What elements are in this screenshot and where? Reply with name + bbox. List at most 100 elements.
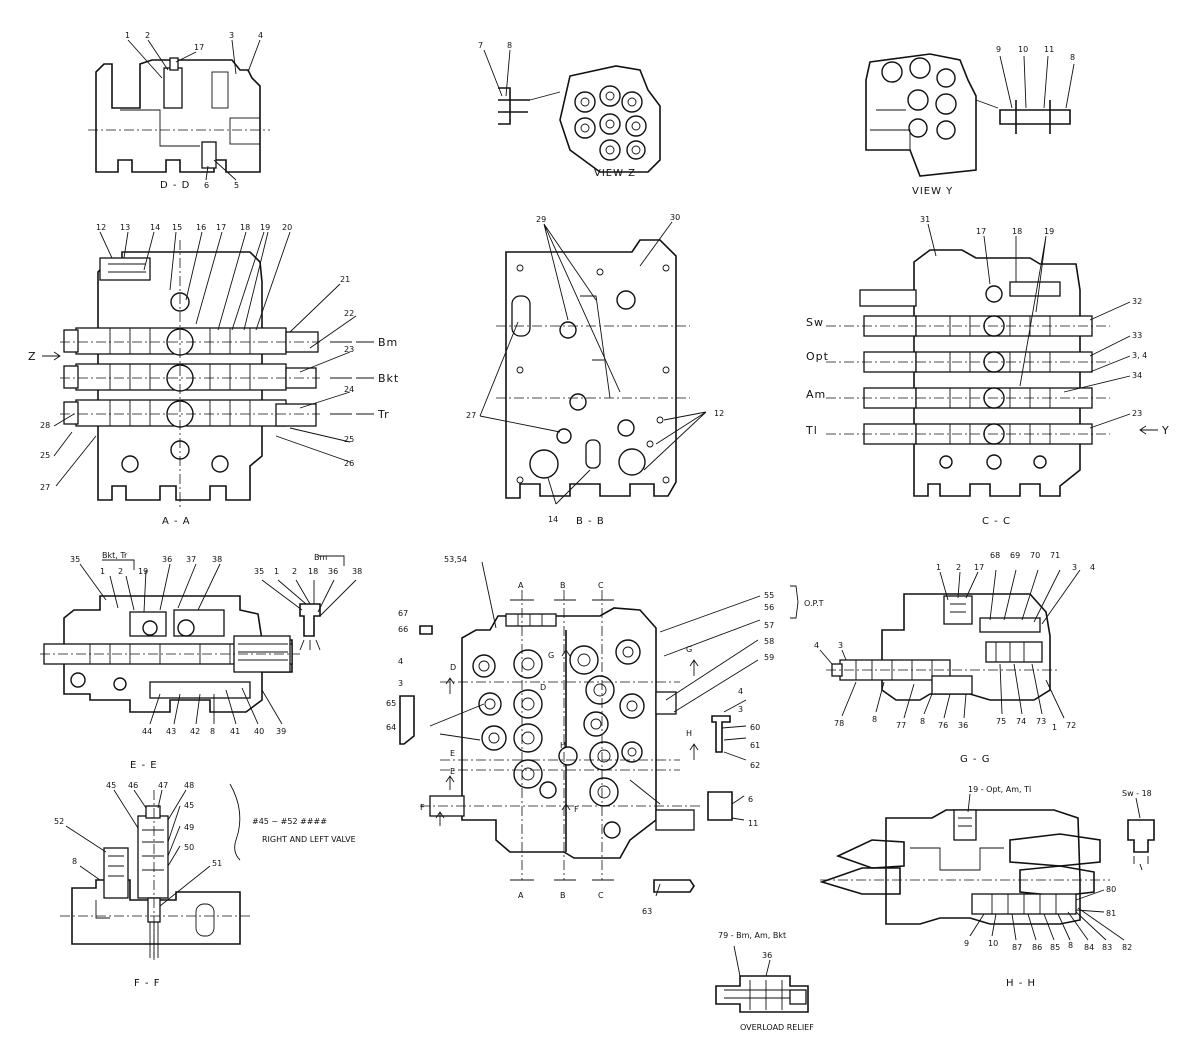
section-f-f: 45 46 47 48 52 45 49 50 8 51 #45 ~ #52 #… bbox=[54, 781, 356, 989]
bb-title: B - B bbox=[576, 516, 605, 527]
hh-callout: 87 bbox=[1012, 943, 1022, 952]
main-callout: H bbox=[686, 729, 692, 738]
gg-callout: 1 bbox=[936, 563, 941, 572]
main-callout: 63 bbox=[642, 907, 652, 916]
aa-callout: 12 bbox=[96, 223, 106, 232]
ee-callout: 1 bbox=[274, 567, 279, 576]
section-h-h: 19 - Opt, Am, Tl Sw - 18 80 81 9 10 87 8… bbox=[819, 785, 1155, 989]
main-callout: O.P.T bbox=[804, 599, 824, 608]
main-callout: 58 bbox=[764, 637, 774, 646]
ff-title: F - F bbox=[134, 978, 160, 989]
main-callout: F bbox=[420, 803, 425, 812]
cc-callout: 33 bbox=[1132, 331, 1142, 340]
gg-callout: 75 bbox=[996, 717, 1006, 726]
main-callout: H bbox=[560, 741, 566, 750]
ee-callout: 38 bbox=[212, 555, 222, 564]
aa-port-bm: Bm bbox=[378, 336, 398, 349]
cc-callout: 19 bbox=[1044, 227, 1054, 236]
gg-callout: 72 bbox=[1066, 721, 1076, 730]
aa-callout: 21 bbox=[340, 275, 350, 284]
ff-callout: 49 bbox=[184, 823, 194, 832]
ee-callout: 8 bbox=[210, 727, 215, 736]
aa-callout: 13 bbox=[120, 223, 130, 232]
aa-callout: 27 bbox=[40, 483, 50, 492]
cc-callout: 34 bbox=[1132, 371, 1142, 380]
ff-note-valve: RIGHT AND LEFT VALVE bbox=[262, 835, 356, 844]
ff-left-plug bbox=[103, 847, 129, 899]
ee-callout: 35 bbox=[254, 567, 264, 576]
section-c-c: 31 17 18 19 32 33 3, 4 34 23 Y Sw Opt Am… bbox=[805, 215, 1169, 527]
ff-callout: 52 bbox=[54, 817, 64, 826]
view-y: 9 10 11 8 VIEW Y bbox=[865, 45, 1075, 197]
ff-callout: 48 bbox=[184, 781, 194, 790]
main-callout: 65 bbox=[386, 699, 396, 708]
gg-callout: 3 bbox=[1072, 563, 1077, 572]
cc-port-opt: Opt bbox=[806, 350, 829, 363]
cc-title: C - C bbox=[982, 516, 1011, 527]
dd-plug bbox=[201, 141, 217, 169]
gg-callout: 74 bbox=[1016, 717, 1026, 726]
ee-callout: 18 bbox=[308, 567, 318, 576]
aa-callout: 19 bbox=[260, 223, 270, 232]
main-callout: 61 bbox=[750, 741, 760, 750]
dd-callout: 3 bbox=[229, 31, 234, 40]
aa-callout: 18 bbox=[240, 223, 250, 232]
ee-callout: 37 bbox=[186, 555, 196, 564]
bb-callout: 14 bbox=[548, 515, 558, 524]
main-callout: G bbox=[686, 645, 692, 654]
aa-top-relief bbox=[99, 257, 151, 281]
ff-callout: 51 bbox=[212, 859, 222, 868]
ff-callout: 50 bbox=[184, 843, 194, 852]
main-callout: D bbox=[540, 683, 546, 692]
aa-callout: 25 bbox=[344, 435, 354, 444]
section-g-g: 1 2 17 68 69 70 71 3 4 4 3 78 8 77 8 76 … bbox=[814, 551, 1095, 765]
main-callout: E bbox=[450, 749, 455, 758]
ovr-title: OVERLOAD RELIEF bbox=[740, 1023, 814, 1032]
vy-callout: 9 bbox=[996, 45, 1001, 54]
ff-callout: 45 bbox=[184, 801, 194, 810]
aa-callout: 24 bbox=[344, 385, 354, 394]
aa-callout: 22 bbox=[344, 309, 354, 318]
cc-port-sw: Sw bbox=[806, 316, 824, 329]
ee-callout: 38 bbox=[352, 567, 362, 576]
main-callout: A bbox=[518, 581, 524, 590]
aa-callout: 16 bbox=[196, 223, 206, 232]
vz-callout: 7 bbox=[478, 41, 483, 50]
aa-callout: 14 bbox=[150, 223, 160, 232]
cc-port-am: Am bbox=[806, 388, 826, 401]
main-callout: 53,54 bbox=[444, 555, 467, 564]
hh-callout: 9 bbox=[964, 939, 969, 948]
bb-callout: 27 bbox=[466, 411, 476, 420]
ee-title: E - E bbox=[130, 760, 158, 771]
main-assembly: 53,54 A B C 67 66 55 56 O.P.T 57 58 59 G… bbox=[386, 555, 824, 916]
main-callout: 60 bbox=[750, 723, 760, 732]
main-callout: 11 bbox=[748, 819, 758, 828]
hh-callout: 84 bbox=[1084, 943, 1094, 952]
gg-callout: 36 bbox=[958, 721, 968, 730]
main-callout: D bbox=[450, 663, 456, 672]
aa-callout: 20 bbox=[282, 223, 292, 232]
ee-callout: 43 bbox=[166, 727, 176, 736]
gg-callout: 69 bbox=[1010, 551, 1020, 560]
dd-title: D - D bbox=[160, 180, 190, 191]
overload-relief-detail: 79 - Bm, Am, Bkt 36 OVERLOAD RELIEF bbox=[715, 931, 814, 1032]
main-callout: 4 bbox=[738, 687, 743, 696]
aa-callout: 15 bbox=[172, 223, 182, 232]
gg-callout: 8 bbox=[920, 717, 925, 726]
hh-callout: 8 bbox=[1068, 941, 1073, 950]
ee-callout: Bkt, Tr bbox=[102, 551, 128, 560]
hh-callout: 10 bbox=[988, 939, 998, 948]
cc-callout: 3, 4 bbox=[1132, 351, 1147, 360]
hh-callout: 85 bbox=[1050, 943, 1060, 952]
hh-callout: 83 bbox=[1102, 943, 1112, 952]
ee-callout: 42 bbox=[190, 727, 200, 736]
main-callout: G bbox=[548, 651, 554, 660]
main-callout: E bbox=[450, 767, 455, 776]
ee-callout: 39 bbox=[276, 727, 286, 736]
main-callout: 6 bbox=[748, 795, 753, 804]
vy-callout: 10 bbox=[1018, 45, 1028, 54]
aa-port-tr: Tr bbox=[377, 408, 390, 421]
main-callout: 4 bbox=[398, 657, 403, 666]
dd-callout: 4 bbox=[258, 31, 263, 40]
gg-callout: 77 bbox=[896, 721, 906, 730]
